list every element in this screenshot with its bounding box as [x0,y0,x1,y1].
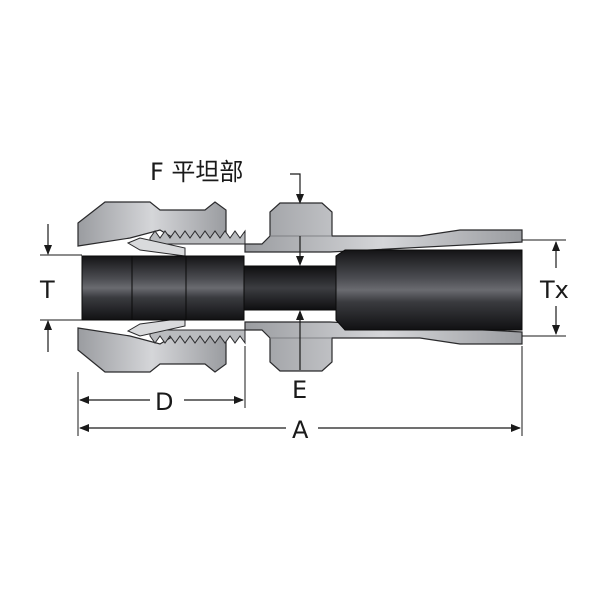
nut-upper-half [77,201,227,247]
tube-ferrule-segment [131,255,187,321]
tx-arrow-bottom [552,325,560,335]
e-label: E [292,376,307,404]
nut-lower-half [77,327,227,373]
tube-body-segment [185,255,245,321]
t-label: T [39,276,55,304]
e-arrow-top [296,256,304,266]
tx-label: Tx [539,276,569,304]
body-upper [244,202,523,253]
a-label: A [292,416,309,444]
ferrules [126,237,186,337]
a-arrow-left [79,424,89,432]
t-arrow-bottom [44,320,52,330]
a-arrow-right [511,424,521,432]
f-arrow [296,194,304,204]
t-arrow-top [44,245,52,255]
callout-e-bore: E [292,236,307,404]
tube-left-segment [81,255,133,321]
dimension-d: D [77,346,246,436]
nut [77,201,227,373]
bore-passage [243,265,337,311]
tx-arrow-top [552,241,560,251]
reducer-tube-stub [335,249,523,331]
d-arrow-right [234,396,244,404]
callout-f-flats: F 平坦部 [150,158,304,204]
dimension-tx: Tx [522,239,569,337]
lower-threads [149,329,246,345]
d-arrow-left [79,396,89,404]
thread-section [149,229,246,345]
f-leader [290,173,301,200]
e-arrow-bottom [296,310,304,320]
front-ferrule-lower [126,317,186,337]
front-ferrule-upper [126,237,186,257]
upper-threads [149,229,246,245]
f-flat-label: F 平坦部 [150,158,243,186]
dimension-t: T [39,224,82,352]
inserted-tube [81,255,245,321]
dimension-a: A [79,346,523,444]
d-label: D [155,388,173,416]
